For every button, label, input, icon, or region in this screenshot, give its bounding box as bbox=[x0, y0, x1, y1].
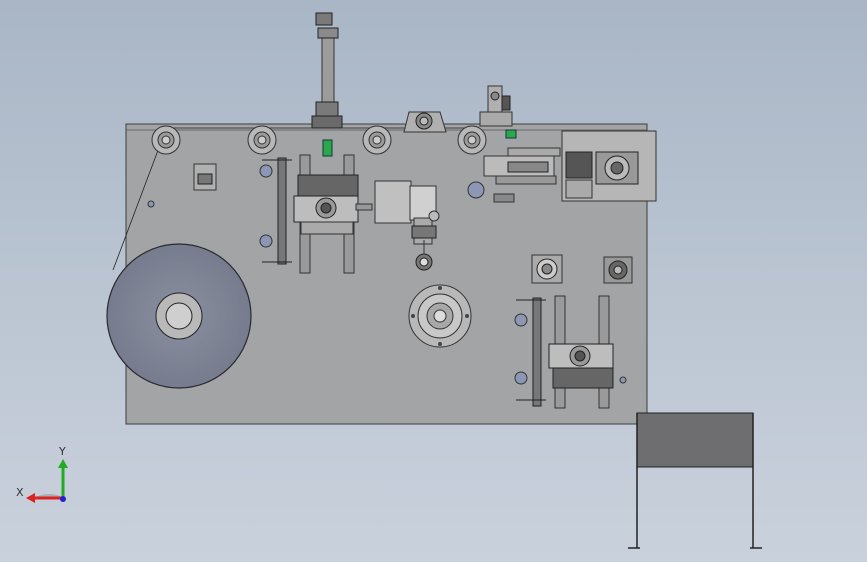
mounting-holes bbox=[147, 164, 627, 385]
upright-bracket bbox=[479, 85, 517, 139]
guide-roller-2 bbox=[247, 125, 277, 155]
side-stand bbox=[628, 412, 762, 549]
small-bearings-right bbox=[531, 254, 633, 284]
right-slide-assembly bbox=[483, 147, 561, 203]
y-axis-label: Y bbox=[58, 445, 66, 458]
small-clamp bbox=[193, 163, 217, 191]
right-dancer-assembly bbox=[516, 295, 614, 409]
top-pneumatic-cylinder bbox=[311, 12, 343, 157]
x-axis-label: X bbox=[16, 486, 24, 499]
guide-roller-4 bbox=[457, 125, 487, 155]
sensor-green bbox=[322, 139, 333, 157]
material-roll bbox=[106, 243, 252, 389]
center-bearing-flange bbox=[408, 284, 472, 348]
left-dancer-assembly bbox=[262, 154, 373, 274]
guide-rollers bbox=[151, 125, 487, 155]
guide-roller-1 bbox=[151, 125, 181, 155]
right-motor-bracket bbox=[561, 130, 657, 202]
center-cylinder bbox=[374, 180, 440, 271]
guide-roller-3 bbox=[362, 125, 392, 155]
axis-triad: Y X bbox=[16, 445, 68, 503]
bearing-block-top bbox=[403, 111, 447, 133]
